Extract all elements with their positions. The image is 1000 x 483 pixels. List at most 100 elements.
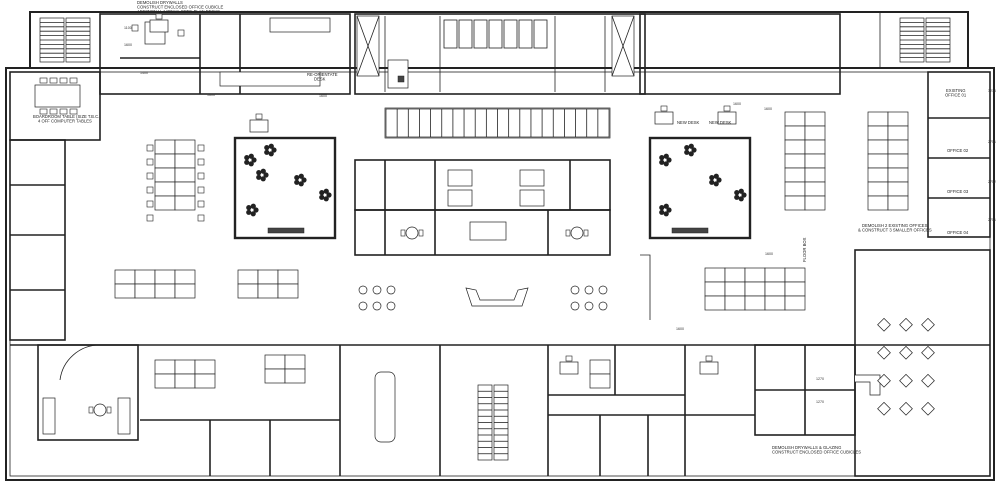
plant-icon (716, 177, 722, 183)
meeting-table (447, 169, 473, 187)
dim-1600-c: 1600 (319, 94, 327, 98)
workstation (174, 283, 196, 299)
note-new-desk-1: NEW DESK (677, 120, 700, 125)
workstation (589, 359, 611, 375)
cafe-table (372, 301, 382, 311)
plant-icon (250, 203, 256, 209)
workstation (887, 153, 909, 169)
workstation (724, 295, 746, 311)
plant-icon (253, 207, 259, 213)
plant-icon (260, 168, 266, 174)
cafe-table (598, 285, 608, 295)
room-office-02: OFFICE 02 (947, 148, 969, 153)
room-office-04: OFFICE 04 (947, 230, 969, 235)
dim-2751-a: 2751 (988, 140, 996, 144)
workstation (784, 139, 806, 155)
workstation (784, 181, 806, 197)
chair (69, 108, 78, 115)
core-lifts-toilets (354, 13, 646, 95)
plant-icon (663, 161, 669, 167)
meeting-table (519, 189, 545, 207)
cafe-table (386, 285, 396, 295)
plant-icon (713, 173, 719, 179)
chair (146, 186, 154, 194)
workstation (887, 181, 909, 197)
chair (59, 77, 68, 84)
cafe-table (899, 373, 913, 388)
chair (88, 406, 94, 414)
cafe-table (921, 401, 935, 416)
note-reorientate-desk: DESK (314, 77, 326, 82)
workstation (724, 281, 746, 297)
plant-icon (663, 211, 669, 217)
plant-icon (268, 151, 274, 157)
workstation (174, 167, 196, 183)
chair (69, 77, 78, 84)
dim-1400: 1400 (140, 71, 148, 75)
plant-icon (734, 190, 740, 196)
workstation (237, 269, 259, 285)
plant-icon (666, 157, 672, 163)
dim-1600-g: 1600 (676, 327, 684, 331)
plant-icon (684, 145, 690, 151)
workstation (134, 283, 156, 299)
chair (49, 108, 58, 115)
desk (149, 19, 169, 33)
chair (705, 355, 713, 362)
desk (699, 361, 719, 375)
workstation (154, 167, 176, 183)
workstation (744, 267, 766, 283)
chair (59, 108, 68, 115)
cafe-table (570, 301, 580, 311)
workstation (764, 295, 786, 311)
chairs (39, 13, 731, 362)
exterior-walls (5, 11, 995, 481)
workstation (784, 195, 806, 211)
toilet-cubicle (503, 19, 518, 49)
plant-icon (738, 188, 744, 194)
chair (197, 186, 205, 194)
dimensions: 1100 1600 1400 1600 1600 1600 1600 1600 … (124, 26, 996, 404)
workstation (804, 153, 826, 169)
workstation (174, 373, 196, 389)
cafe-table (358, 285, 368, 295)
workstation (277, 269, 299, 285)
chair (565, 229, 571, 237)
dim-1270-b: 1270 (816, 400, 824, 404)
note-construct-cubicles: CONSTRUCT ENCLOSED OFFICE CUBICLES (772, 450, 861, 455)
workstation (134, 269, 156, 285)
workstation (887, 125, 909, 141)
workstation (784, 153, 806, 169)
top-left-offices (99, 13, 351, 95)
cafe-table (372, 285, 382, 295)
workstation (804, 139, 826, 155)
partition (640, 254, 651, 320)
plant-icon (659, 155, 665, 161)
round-table (93, 403, 107, 417)
plant-icon (246, 209, 252, 215)
plant-icon (246, 205, 252, 211)
chair (39, 77, 48, 84)
note-demolish-glazing: DEMOLISH DRYWALLS & GLAZING (772, 445, 841, 450)
workstation (724, 267, 746, 283)
plant-icon (244, 155, 250, 161)
dim-1600-d: 1600 (733, 102, 741, 106)
cafe-table (598, 301, 608, 311)
plant-icon (663, 153, 669, 159)
plant-icon (264, 149, 270, 155)
workstation (257, 283, 279, 299)
workstation (284, 368, 306, 384)
dim-2751-b: 2751 (988, 218, 996, 222)
workstation (764, 267, 786, 283)
desk (654, 111, 674, 125)
reception-desk (465, 287, 529, 307)
chair (197, 158, 205, 166)
workstation (887, 167, 909, 183)
chair (418, 229, 424, 237)
workstation (867, 125, 889, 141)
plant-icon (659, 205, 665, 211)
plant-icon (709, 175, 715, 181)
plant-icon (251, 157, 257, 163)
chair (400, 229, 406, 237)
